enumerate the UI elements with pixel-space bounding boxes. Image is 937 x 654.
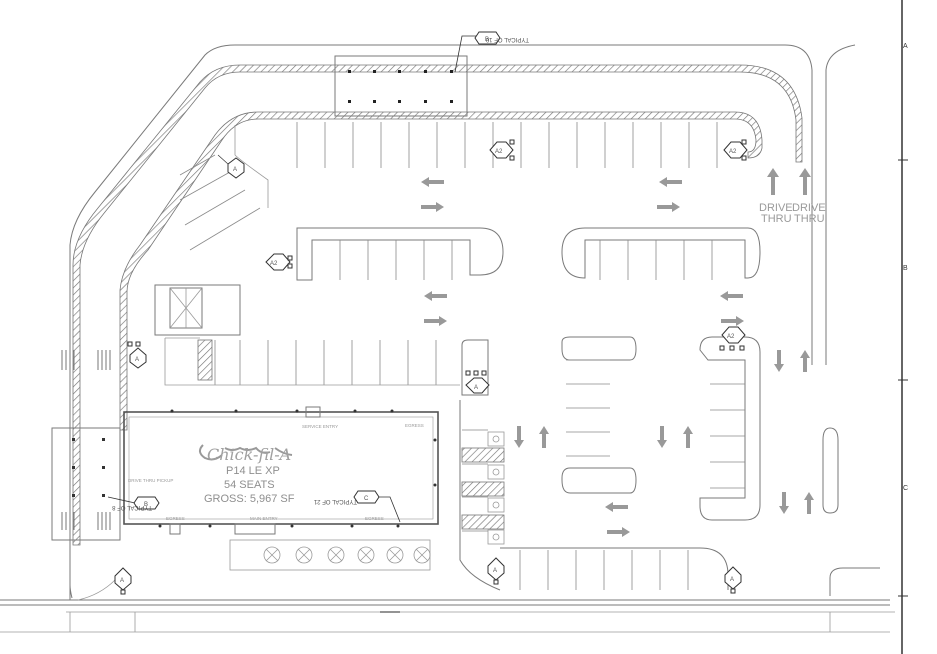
zone-label-c: C [903,485,908,492]
parking-row-curbs [164,125,729,591]
sheet-border: A B C [898,0,908,654]
pole-tag-a-1: A [233,167,237,173]
pole-tag-a2-1: A2 [270,261,278,267]
pole-tag-a-3: A [474,385,478,391]
pole-tag-a2-4: A2 [727,334,735,340]
order-canopy [334,55,468,117]
drive-thru-lane-2-line-1: DRIVE [792,202,826,214]
pole-tag-a-5: A [493,568,497,574]
pole-tag-a-6: A [730,577,734,583]
drive-thru-lane-2-line-2: THRU [794,213,825,225]
building-prototype: P14 LE XP [226,465,280,477]
drive-thru-lane-1-line-1: DRIVE [759,202,793,214]
crosswalk-left [51,350,121,541]
callout-typical-of-21: C TYPICAL OF 21 [313,490,401,523]
building: Chick-fil-A P14 LE XP 54 SEATS GROSS: 5,… [123,406,439,535]
site-boundary [69,44,880,601]
egress-top-label: EGRESS [405,423,424,428]
pole-tag-a-4: A [120,578,124,584]
callout-b-letter: B [485,37,489,43]
callout-typical-of-8: B TYPICAL OF 8 [107,496,160,510]
parking-islands [296,227,761,521]
egress-right-label: EGRESS [365,516,384,521]
patio-tables [229,539,431,571]
zone-label-a: A [903,43,908,50]
egress-left-label: EGRESS [166,516,185,521]
main-entry-label: MAIN ENTRY [250,516,278,521]
pole-tag-a2-2: A2 [495,149,503,155]
street [0,599,895,633]
curbside-stalls [461,429,505,545]
typical-of-8-text: TYPICAL OF 8 [112,504,152,510]
drive-thru-lane-hatch [72,64,803,546]
traffic-arrows [421,168,814,537]
pole-tag-a-2: A [135,357,139,363]
trash-enclosure [154,284,241,381]
light-pole-tags: A A2 A2 A2 A2 A A [114,139,748,595]
building-gross-area: GROSS: 5,967 SF [204,493,295,505]
drive-thru-lane-1-line-2: THRU [761,213,792,225]
callout-typical-of-10: B TYPICAL OF 10 [454,31,529,73]
callout-c-letter: C [364,496,369,502]
callout-b-letter-2: B [144,502,148,508]
building-seats: 54 SEATS [224,479,275,491]
drive-thru-pickup-label: DRIVE THRU PICKUP [128,478,173,483]
typical-of-10-text: TYPICAL OF 10 [485,36,529,42]
service-entry-label: SERVICE ENTRY [302,424,338,429]
parking-stalls [179,122,745,590]
pole-tag-a2-3: A2 [729,149,737,155]
typical-of-21-text: TYPICAL OF 21 [313,498,357,504]
zone-label-b: B [903,265,908,272]
brand-script: Chick-fil-A [207,445,291,464]
